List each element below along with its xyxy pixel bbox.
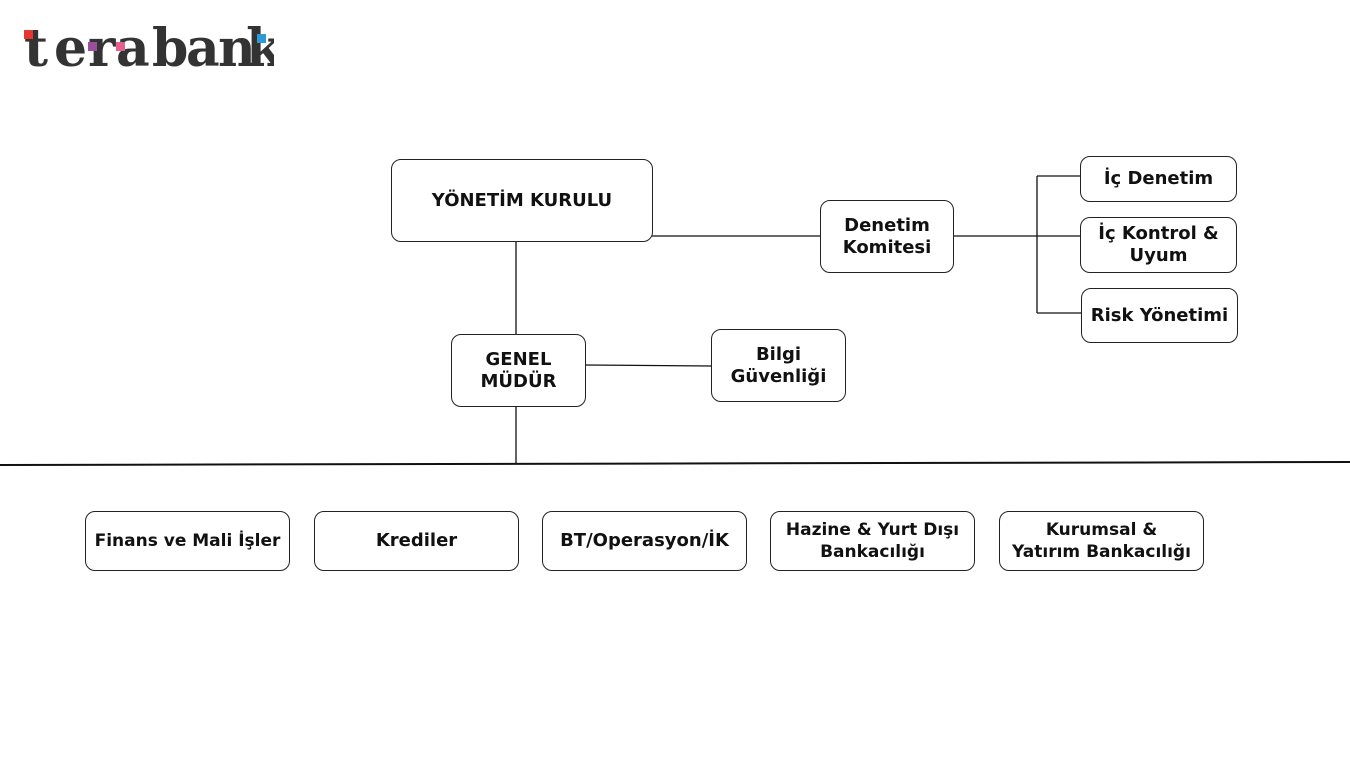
division-box: Hazine & Yurt Dışı Bankacılığı (770, 511, 975, 571)
logo-letter: b (152, 22, 188, 72)
logo-letter: k (246, 22, 274, 72)
audit-unit-box: Risk Yönetimi (1081, 288, 1238, 343)
division-label: BT/Operasyon/İK (560, 530, 729, 551)
logo-accent-square (116, 42, 125, 51)
audit-committee-label: Denetim Komitesi (842, 214, 932, 258)
divisions-horizontal-line (0, 461, 1350, 466)
board-label: YÖNETİM KURULU (431, 189, 613, 211)
division-box: Finans ve Mali İşler (85, 511, 290, 571)
division-label: Finans ve Mali İşler (94, 531, 281, 551)
division-label: Kurumsal & Yatırım Bankacılığı (1012, 520, 1191, 562)
division-box: BT/Operasyon/İK (542, 511, 747, 571)
info-security-box: Bilgi Güvenliği (711, 329, 846, 402)
general-manager-label: GENEL MÜDÜR (480, 348, 557, 392)
logo-accent-square (257, 34, 266, 43)
division-box: Kurumsal & Yatırım Bankacılığı (999, 511, 1204, 571)
audit-unit-box: İç Denetim (1080, 156, 1237, 202)
audit-committee-box: Denetim Komitesi (820, 200, 954, 273)
division-label: Krediler (375, 530, 458, 551)
division-label: Hazine & Yurt Dışı Bankacılığı (785, 520, 960, 562)
logo-letter: e (54, 22, 87, 72)
audit-unit-label: Risk Yönetimi (1090, 304, 1229, 326)
audit-unit-box: İç Kontrol & Uyum (1080, 217, 1237, 273)
general-manager-box: GENEL MÜDÜR (451, 334, 586, 407)
logo-letter: n (218, 22, 256, 72)
audit-unit-label: İç Denetim (1103, 168, 1214, 189)
general-manager-to-info-security-line (584, 364, 712, 367)
division-box: Krediler (314, 511, 519, 571)
logo-letter: a (186, 22, 220, 72)
audit-unit-label: İç Kontrol & Uyum (1098, 223, 1219, 266)
info-security-label: Bilgi Güvenliği (730, 343, 827, 387)
board-box: YÖNETİM KURULU (391, 159, 653, 242)
tera-bank-logo: t e r a b a n k (24, 22, 274, 72)
logo-accent-square (24, 30, 33, 39)
logo-accent-square (88, 42, 97, 51)
